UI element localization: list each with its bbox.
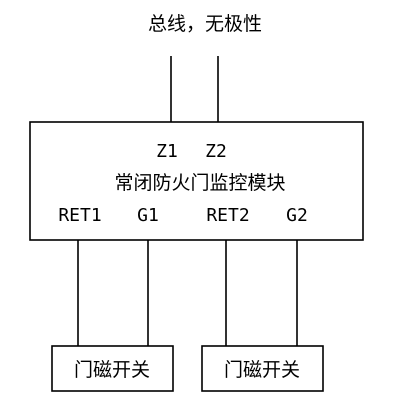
door-switch-box-1 bbox=[51, 345, 174, 392]
terminal-z2-label: Z2 bbox=[205, 141, 227, 162]
module-title: 常闭防火门监控模块 bbox=[114, 172, 285, 194]
terminal-ret1-label: RET1 bbox=[58, 205, 101, 226]
monitoring-module-box bbox=[29, 121, 364, 241]
terminal-z1-label: Z1 bbox=[156, 141, 178, 162]
terminal-g2-label: G2 bbox=[286, 205, 308, 226]
door-switch-box-2 bbox=[201, 345, 324, 392]
door-switch-label-1: 门磁开关 bbox=[74, 359, 150, 381]
door-switch-label-2: 门磁开关 bbox=[224, 359, 300, 381]
terminal-g1-label: G1 bbox=[137, 205, 159, 226]
bus-label: 总线，无极性 bbox=[148, 13, 262, 35]
terminal-ret2-label: RET2 bbox=[206, 205, 249, 226]
